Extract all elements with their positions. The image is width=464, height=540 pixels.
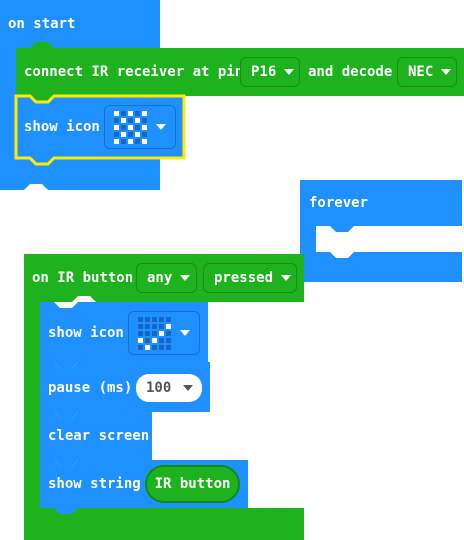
clear-screen-block-shape: [40, 412, 152, 466]
ir-button-value: any: [147, 270, 173, 286]
led-off: [121, 124, 126, 130]
led-on: [128, 110, 133, 116]
led-on: [135, 131, 140, 137]
led-on: [142, 124, 147, 130]
protocol-value: NEC: [408, 64, 434, 80]
string-input[interactable]: IR button: [145, 465, 240, 503]
protocol-dropdown[interactable]: NEC: [397, 57, 457, 87]
led-on: [145, 344, 150, 350]
led-on: [128, 138, 133, 144]
led-off: [142, 117, 147, 123]
forever-label: forever: [309, 195, 369, 211]
led-off: [121, 110, 126, 116]
led-off: [142, 131, 147, 137]
clear-screen-label: clear screen: [48, 428, 150, 444]
led-off: [152, 323, 157, 329]
led-on: [114, 124, 119, 130]
icon-picker[interactable]: [128, 311, 200, 355]
led-on: [114, 138, 119, 144]
show-icon-label: show icon: [24, 119, 100, 135]
led-off: [135, 138, 140, 144]
chevron-down-icon: [284, 69, 295, 75]
led-off: [121, 138, 126, 144]
led-on: [121, 117, 126, 123]
led-off: [138, 323, 143, 329]
on-start-label: on start: [8, 16, 76, 32]
led-off: [135, 110, 140, 116]
led-off: [128, 131, 133, 137]
show-string-label: show string: [48, 476, 141, 492]
led-on: [152, 337, 157, 343]
icon-picker[interactable]: [104, 105, 176, 149]
led-off: [114, 117, 119, 123]
and-decode-label: and decode: [308, 64, 393, 80]
chevron-down-icon: [156, 124, 166, 130]
connect-ir-label: connect IR receiver at pin: [24, 64, 244, 80]
pause-value: 100: [146, 380, 172, 396]
led-off: [138, 344, 143, 350]
pin-value: P16: [251, 64, 277, 80]
pause-label: pause (ms): [48, 380, 133, 396]
ir-button-dropdown[interactable]: any: [136, 263, 197, 293]
forever-block[interactable]: [300, 180, 462, 282]
led-on: [142, 110, 147, 116]
led-off: [166, 316, 171, 322]
pause-duration-dropdown[interactable]: 100: [136, 374, 202, 402]
pin-dropdown[interactable]: P16: [240, 57, 300, 87]
led-off: [159, 323, 164, 329]
led-off: [128, 117, 133, 123]
led-off: [135, 124, 140, 130]
chevron-down-icon: [281, 275, 292, 281]
led-off: [152, 316, 157, 322]
led-off: [166, 344, 171, 350]
on-ir-button-label: on IR button: [32, 270, 134, 286]
show-icon-label: show icon: [48, 325, 124, 341]
led-off: [152, 330, 157, 336]
led-off: [138, 330, 143, 336]
led-on: [114, 110, 119, 116]
led-off: [145, 330, 150, 336]
chevron-down-icon: [183, 385, 193, 391]
led-off: [145, 337, 150, 343]
chessboard-icon: [114, 110, 147, 144]
led-off: [138, 316, 143, 322]
led-on: [138, 337, 143, 343]
led-off: [166, 330, 171, 336]
checkmark-icon: [138, 316, 171, 350]
led-on: [142, 138, 147, 144]
ir-action-dropdown[interactable]: pressed: [203, 263, 297, 293]
led-on: [159, 330, 164, 336]
led-on: [128, 124, 133, 130]
led-off: [159, 337, 164, 343]
selection-outline: [14, 94, 186, 166]
led-off: [166, 337, 171, 343]
chevron-down-icon: [441, 69, 452, 75]
led-off: [159, 316, 164, 322]
led-off: [145, 323, 150, 329]
led-on: [135, 117, 140, 123]
ir-action-value: pressed: [214, 270, 274, 286]
chevron-down-icon: [180, 275, 191, 281]
led-on: [121, 131, 126, 137]
led-on: [166, 323, 171, 329]
led-off: [159, 344, 164, 350]
led-off: [145, 316, 150, 322]
chevron-down-icon: [180, 330, 190, 336]
led-off: [114, 131, 119, 137]
led-off: [152, 344, 157, 350]
